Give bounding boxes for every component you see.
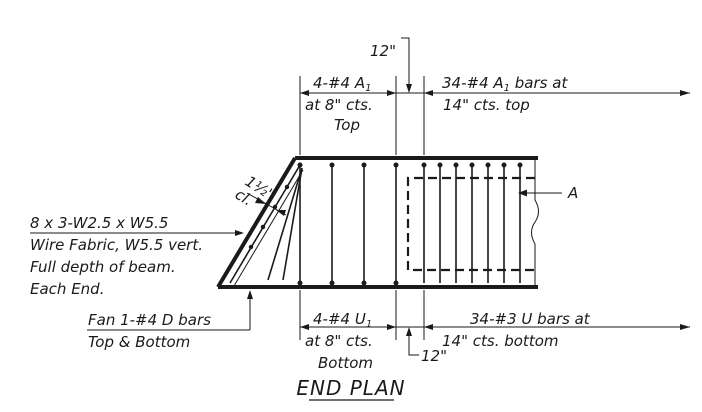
wire-fabric xyxy=(229,164,304,287)
bar-dot xyxy=(297,162,303,168)
bar-dot xyxy=(437,162,443,168)
beam-skewed-end xyxy=(216,156,297,289)
u-bar-hidden xyxy=(406,176,535,272)
dim-arrowhead xyxy=(424,324,433,330)
fan-note-line1: Fan 1-#4 D bars xyxy=(88,311,211,329)
top-right-note-line1: 34-#4 A1 bars at xyxy=(442,74,568,94)
bottom-left-note-line3: Bottom xyxy=(318,354,373,372)
fabric-dot xyxy=(248,244,254,250)
dim-arrowhead xyxy=(235,230,244,236)
a1-bars xyxy=(297,162,399,286)
dim-arrowhead xyxy=(387,90,396,96)
dim-arrowhead xyxy=(255,197,266,204)
bar-dot xyxy=(501,162,507,168)
clear-cover-dimension: 1½" cl. xyxy=(232,172,287,216)
dim-arrowhead xyxy=(680,90,690,96)
section-a-arrowhead xyxy=(518,189,527,197)
wire-fabric-note-line1: 8 x 3-W2.5 x W5.5 xyxy=(30,214,168,232)
dim-arrowhead xyxy=(424,90,433,96)
wire-fabric-note-line3: Full depth of beam. xyxy=(30,258,176,276)
top-left-note-line1: 4-#4 A1 xyxy=(313,74,371,94)
dim-arrowhead xyxy=(406,84,412,93)
bar-dot xyxy=(361,280,367,286)
bar-dot xyxy=(453,162,459,168)
fan-d-bar xyxy=(267,167,303,281)
bottom-left-note-line2: at 8" cts. xyxy=(305,332,373,350)
bar-dot xyxy=(329,280,335,286)
beam-break-line xyxy=(531,160,539,285)
bar-dot xyxy=(329,162,335,168)
dim-arrowhead xyxy=(247,290,253,299)
wire-fabric-note-line2: Wire Fabric, W5.5 vert. xyxy=(30,236,203,254)
bottom-left-note-line1: 4-#4 U1 xyxy=(313,310,372,330)
bottom-right-note-line2: 14" cts. bottom xyxy=(442,332,558,350)
bar-dot xyxy=(469,162,475,168)
a1-u-bars-14 xyxy=(421,162,523,283)
wire-fabric-leader xyxy=(30,230,244,236)
bar-dot xyxy=(361,162,367,168)
section-a-marker: A xyxy=(518,184,578,202)
bar-dot xyxy=(517,162,523,168)
top-right-note-line2: 14" cts. top xyxy=(443,96,530,114)
fan-d-bar xyxy=(282,167,303,281)
wire-fabric-line xyxy=(233,169,304,287)
dim-arrowhead xyxy=(300,90,309,96)
fan-d-bars xyxy=(267,167,303,281)
fan-leader xyxy=(87,290,253,331)
bottom-right-note-line1: 34-#3 U bars at xyxy=(470,310,591,328)
wire-fabric-note-line4: Each End. xyxy=(30,280,104,298)
drawing-title: END PLAN xyxy=(296,376,405,400)
bar-dot xyxy=(421,162,427,168)
bottom-dimensions xyxy=(299,290,690,356)
dim-arrowhead xyxy=(387,324,396,330)
dim-arrowhead xyxy=(300,324,309,330)
fan-note-line2: Top & Bottom xyxy=(88,333,190,351)
wire-fabric-line xyxy=(229,164,301,284)
top-left-note-line3: Top xyxy=(334,116,360,134)
top-dimensions xyxy=(299,37,690,155)
top-left-note-line2: at 8" cts. xyxy=(305,96,373,114)
fabric-dot xyxy=(284,184,290,190)
beam-outline xyxy=(216,156,539,289)
top-12-leader xyxy=(401,37,410,90)
dim-arrowhead xyxy=(680,324,690,330)
top-12-note: 12" xyxy=(370,42,396,60)
section-a-label: A xyxy=(567,184,578,202)
bar-dot xyxy=(297,280,303,286)
dim-arrowhead xyxy=(406,327,412,336)
bar-dot xyxy=(393,162,399,168)
dim-arrowhead xyxy=(276,210,286,216)
fabric-dot xyxy=(260,224,266,230)
u-bars-dashed xyxy=(406,176,535,272)
bar-dot xyxy=(393,280,399,286)
bottom-12-note: 12" xyxy=(421,347,447,365)
bar-dot xyxy=(485,162,491,168)
bottom-12-leader xyxy=(408,330,419,356)
